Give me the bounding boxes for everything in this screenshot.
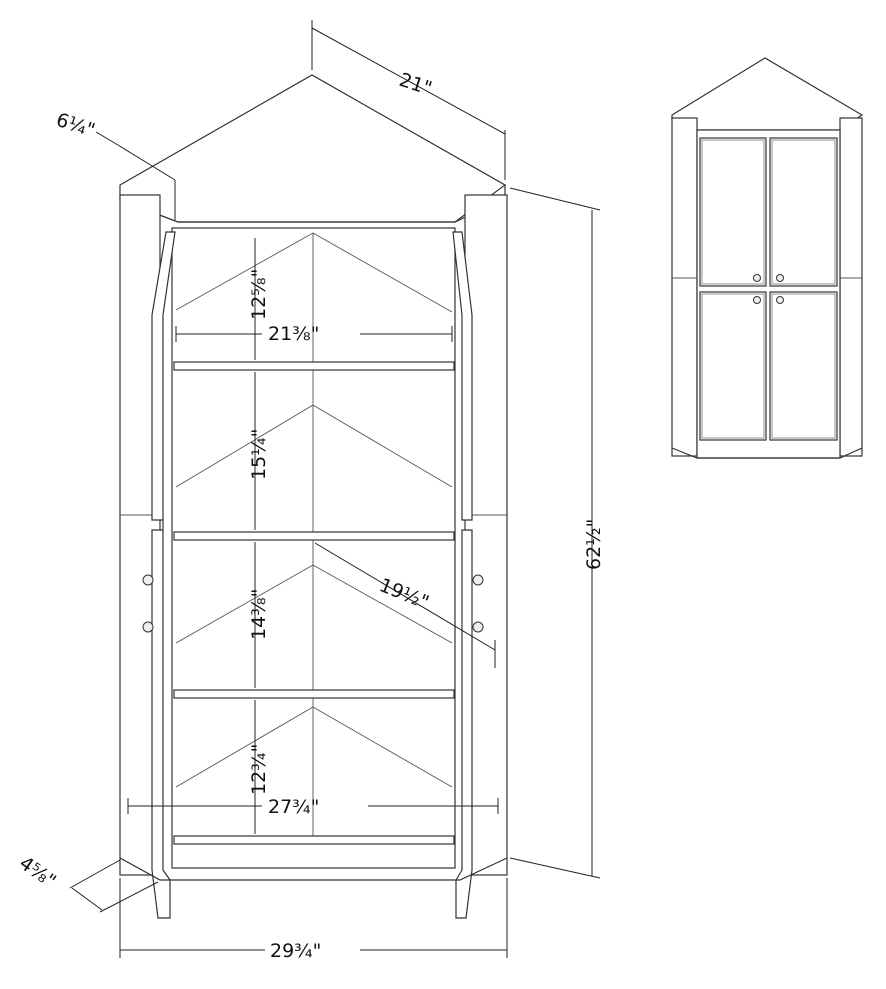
thumb-door-bottom-left (699, 291, 767, 441)
label-height-total: 62½" (583, 519, 605, 570)
left-upper-door (151, 231, 176, 521)
knob-right-1 (472, 574, 484, 586)
shelf-2 (173, 531, 455, 541)
label-overall-width: 29¾" (270, 940, 321, 962)
dimension-lines (69, 20, 601, 958)
shelves (173, 361, 455, 845)
thumb-door-top-left (699, 137, 767, 287)
thumb-knob-3 (753, 296, 761, 304)
label-shelf-width: 21⅜" (268, 323, 319, 345)
thumb-top (671, 57, 864, 131)
closed-cabinet-thumbnail (671, 57, 864, 459)
main-cabinet (119, 74, 508, 919)
knob-right-2 (472, 621, 484, 633)
top-panel (119, 74, 507, 223)
label-inner-width: 27¾" (268, 796, 319, 818)
thumb-right-side (839, 117, 863, 457)
label-top-width: 21" (396, 69, 434, 100)
shelf-bottom (173, 835, 455, 845)
label-shelf-gap-4: 12¾" (248, 744, 270, 795)
right-doors (452, 231, 473, 919)
thumb-knob-4 (776, 296, 784, 304)
thumb-knob-1 (753, 274, 761, 282)
thumb-knob-2 (776, 274, 784, 282)
knob-left-2 (142, 621, 154, 633)
left-doors (151, 231, 176, 919)
thumb-left-side (671, 117, 698, 457)
right-upper-door (452, 231, 473, 521)
right-lower-door (455, 529, 473, 919)
knob-left-1 (142, 574, 154, 586)
label-base-depth: 4⅝" (15, 852, 60, 893)
thumb-door-bottom-right (769, 291, 838, 441)
shelf-triangles (175, 232, 453, 788)
shelf-3 (173, 689, 455, 699)
label-side-depth: 6¼" (53, 109, 97, 142)
label-shelf-gap-2: 15¼" (248, 429, 270, 480)
left-lower-door (151, 529, 171, 919)
label-shelf-gap-1: 12⅝" (248, 269, 270, 320)
label-shelf-gap-3: 14⅜" (248, 589, 270, 640)
door-knobs (142, 574, 484, 633)
thumb-door-top-right (769, 137, 838, 287)
shelf-1 (173, 361, 455, 371)
base-outline (119, 857, 508, 881)
